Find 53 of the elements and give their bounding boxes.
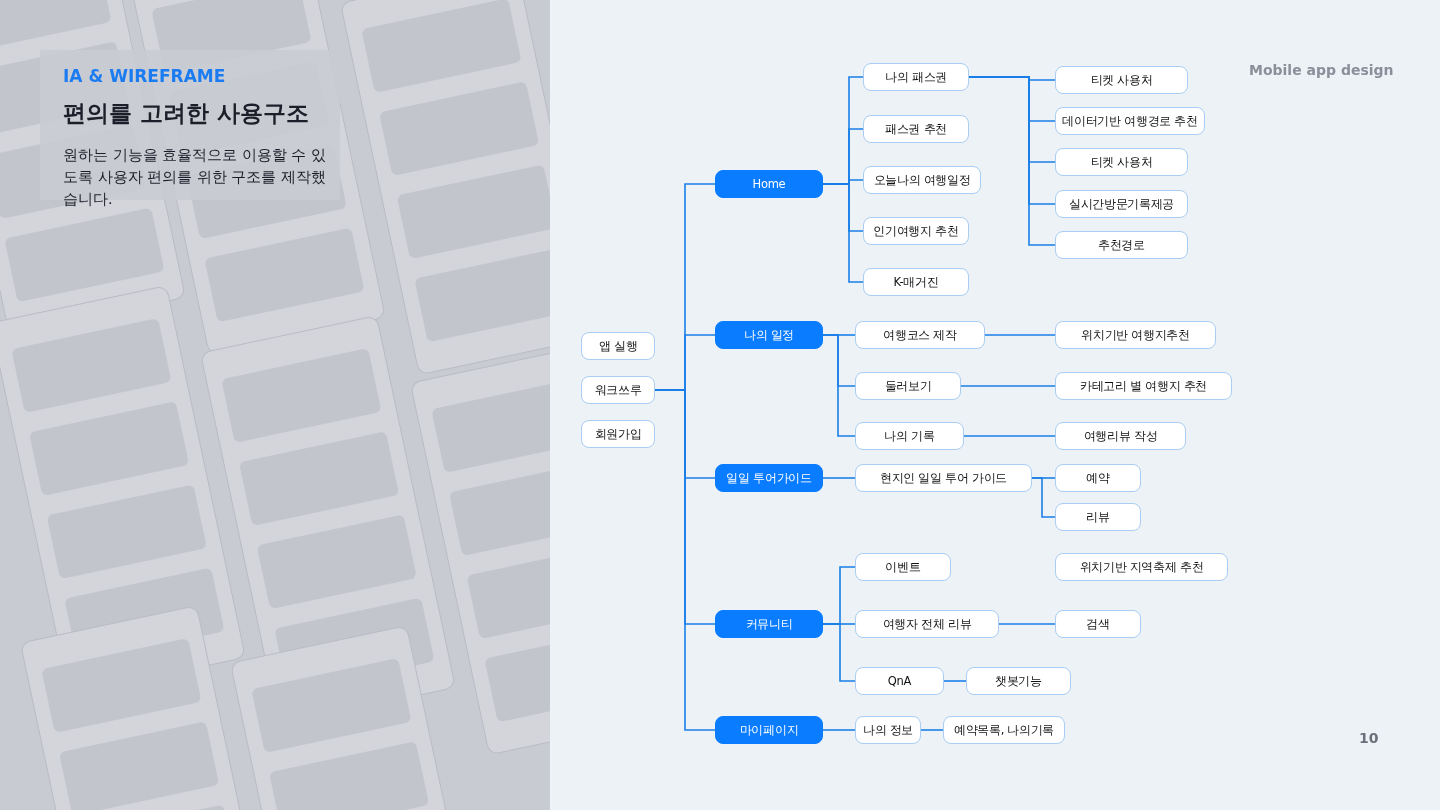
- subtitle-text: Mobile app design: [1249, 62, 1394, 78]
- feature-box: 티켓 사용처: [1055, 148, 1188, 176]
- feature-box: 패스권 추천: [863, 115, 969, 143]
- feature-box: 여행코스 제작: [855, 321, 985, 349]
- feature-box: 예약: [1055, 464, 1141, 492]
- feature-box: 위치기반 여행지추천: [1055, 321, 1216, 349]
- connector-line: [822, 477, 856, 479]
- feature-box: 회원가입: [581, 420, 655, 448]
- feature-box: 챗봇기능: [966, 667, 1071, 695]
- feature-box: 리뷰: [1055, 503, 1141, 531]
- feature-box: 나의 정보: [855, 716, 921, 744]
- menu-box: Home: [715, 170, 823, 198]
- feature-box: 여행자 전체 리뷰: [855, 610, 999, 638]
- connector-line: [822, 183, 864, 283]
- connector-line: [822, 729, 856, 731]
- menu-box: 일일 투어가이드: [715, 464, 823, 492]
- connector-line: [984, 334, 1056, 336]
- feature-box: 추천경로: [1055, 231, 1188, 259]
- feature-box: 현지인 일일 투어 가이드: [855, 464, 1032, 492]
- feature-box: 오늘나의 여행일정: [863, 166, 981, 194]
- feature-box: 여행리뷰 작성: [1055, 422, 1186, 450]
- feature-box: 위치기반 지역축제 추천: [1055, 553, 1228, 581]
- connector-line: [968, 76, 1056, 246]
- feature-box: 데이터기반 여행경로 추천: [1055, 107, 1205, 135]
- connector-line: [960, 385, 1056, 387]
- feature-box: 인기여행지 추천: [863, 217, 969, 245]
- feature-box: 나의 패스권: [863, 63, 969, 91]
- connector-line: [963, 435, 1056, 437]
- description-text: 원하는 기능을 효율적으로 이용할 수 있도록 사용자 편의를 위한 구조를 제작했습니다.: [63, 146, 328, 209]
- feature-box: 카테고리 별 여행지 추천: [1055, 372, 1232, 400]
- feature-box: 나의 기록: [855, 422, 964, 450]
- connector-line: [998, 623, 1056, 625]
- connector-line: [1031, 477, 1056, 518]
- page-number: 10: [1359, 730, 1379, 746]
- menu-box: 나의 일정: [715, 321, 823, 349]
- feature-box: 예약목록, 나의기록: [943, 716, 1065, 744]
- feature-box: K-매거진: [863, 268, 969, 296]
- feature-box: 실시간방문기록제공: [1055, 190, 1188, 218]
- feature-box: 검색: [1055, 610, 1141, 638]
- feature-box: 이벤트: [855, 553, 951, 581]
- feature-box: QnA: [855, 667, 944, 695]
- feature-box: 둘러보기: [855, 372, 961, 400]
- heading: 편의를 고려한 사용구조: [63, 99, 309, 128]
- menu-box: 커뮤니티: [715, 610, 823, 638]
- connector-line: [920, 729, 944, 731]
- connector-line: [943, 680, 967, 682]
- menu-box: 마이페이지: [715, 716, 823, 744]
- feature-box: 워크쓰루: [581, 376, 655, 404]
- section-label: IA & WIREFRAME: [63, 66, 226, 86]
- feature-box: 티켓 사용처: [1055, 66, 1188, 94]
- feature-box: 앱 실행: [581, 332, 655, 360]
- connector-line: [822, 623, 856, 682]
- connector-line: [822, 334, 856, 437]
